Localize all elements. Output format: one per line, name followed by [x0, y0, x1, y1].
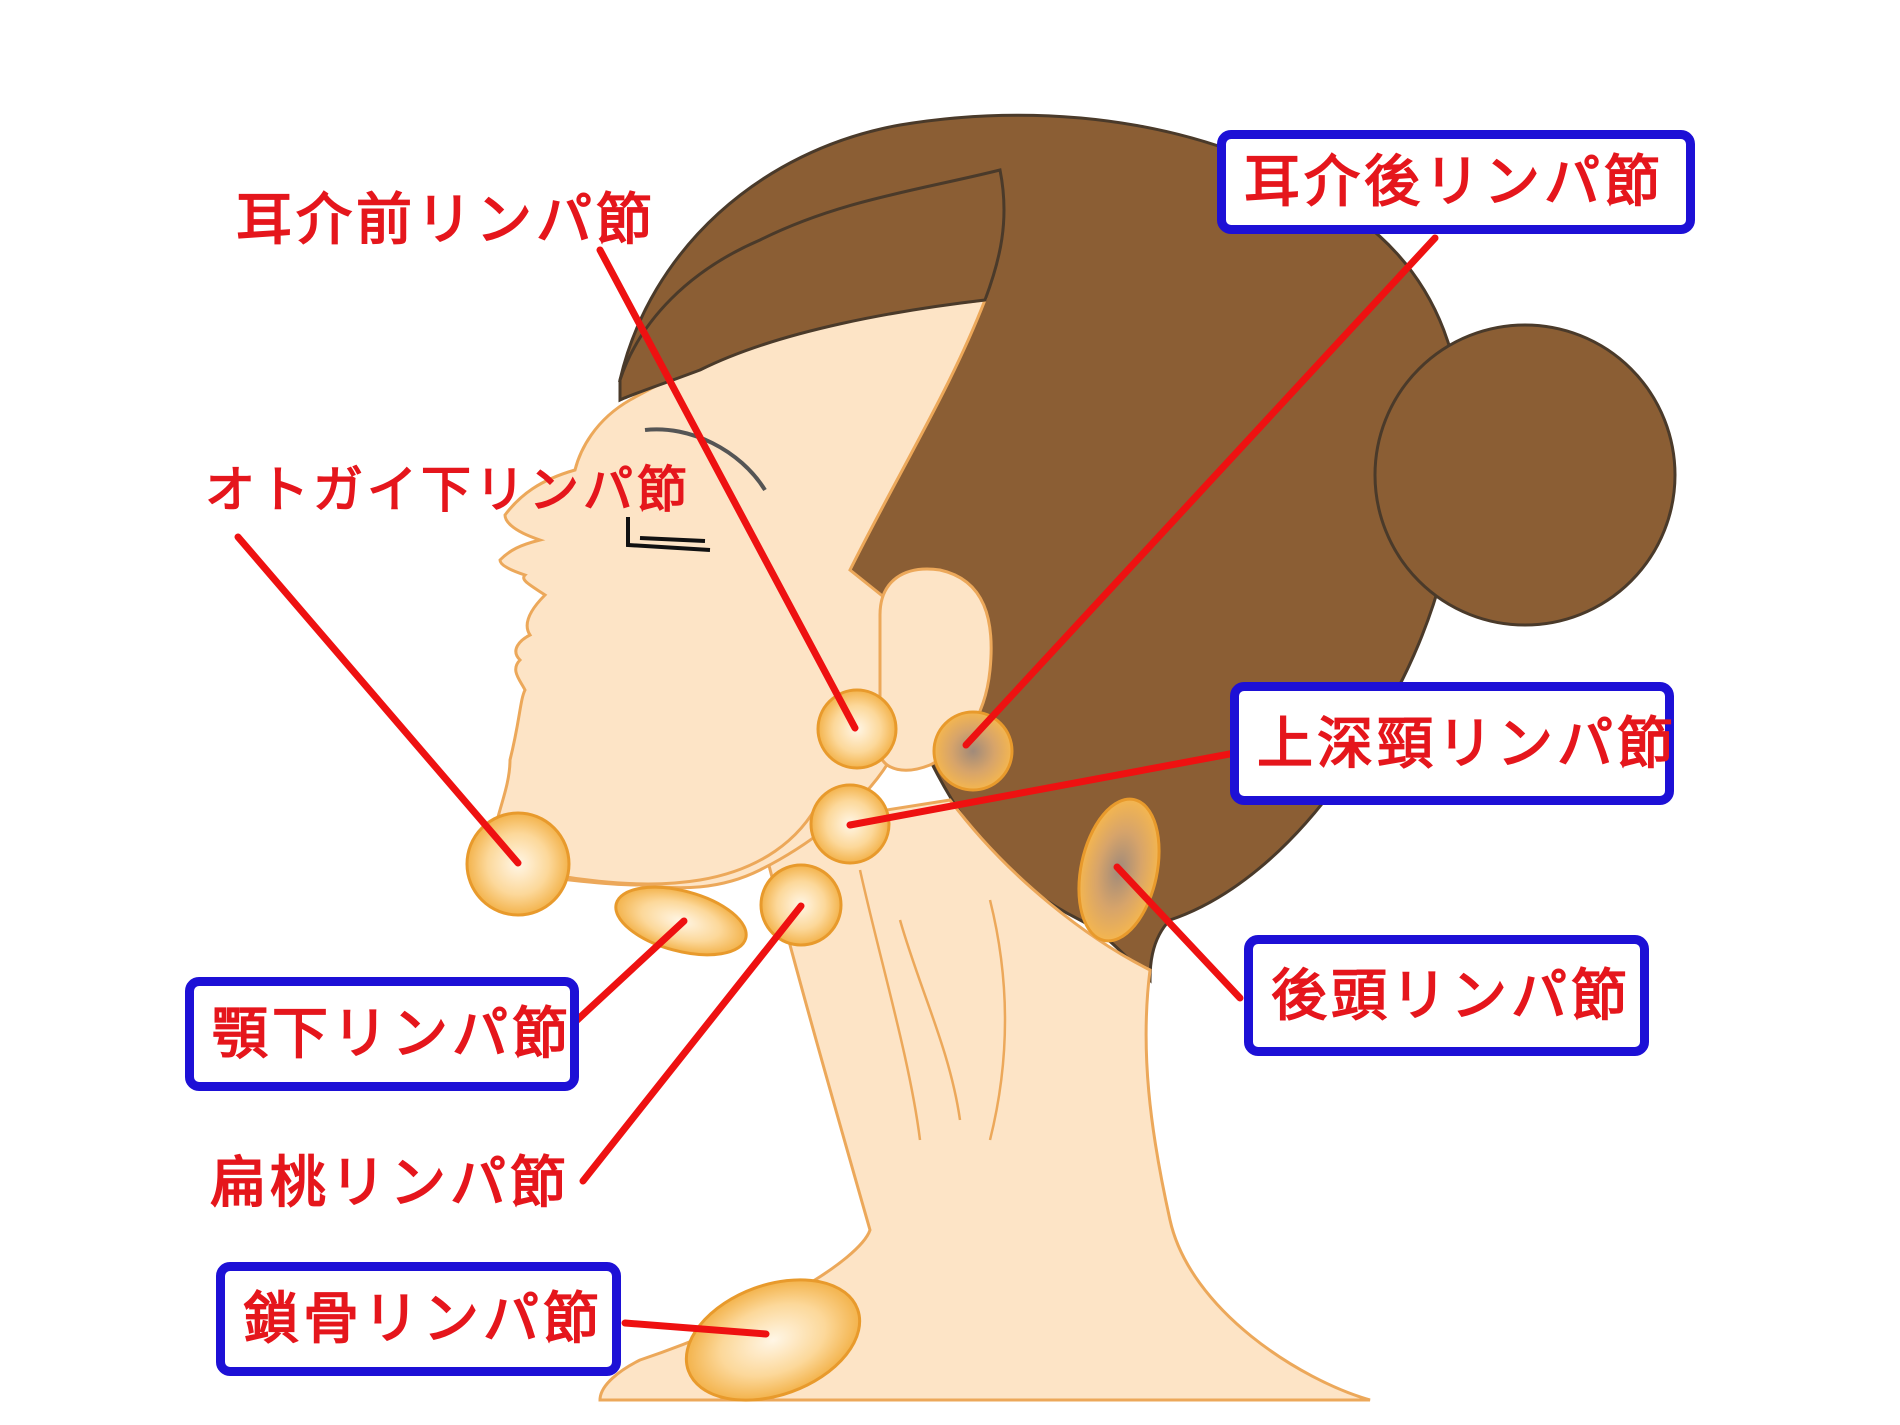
- label-tonsillar: 扁桃リンパ節: [210, 1150, 570, 1216]
- label-posterior-auricular-text: 耳介後リンパ節: [1244, 149, 1664, 215]
- front-hair: [618, 168, 1006, 403]
- label-superior-deep-cervical: 上深頸リンパ節: [1230, 682, 1674, 805]
- neck-muscle-line: [898, 919, 962, 1121]
- leader-clavicular: [621, 1319, 770, 1338]
- node-clavicular: [684, 1278, 862, 1402]
- leader-posterior-auricular: [962, 234, 1439, 749]
- neck: [598, 798, 1371, 1402]
- label-occipital: 後頭リンパ節: [1244, 935, 1649, 1056]
- neck-muscle-line: [988, 899, 1007, 1141]
- label-clavicular: 鎖骨リンパ節: [216, 1262, 621, 1376]
- label-preauricular: 耳介前リンパ節: [236, 187, 656, 253]
- label-superior-deep-cervical-text: 上深頸リンパ節: [1257, 710, 1677, 777]
- leader-submental: [234, 533, 522, 867]
- leader-occipital: [1113, 863, 1244, 1002]
- hair-bun: [1373, 323, 1677, 627]
- label-posterior-auricular: 耳介後リンパ節: [1217, 130, 1695, 234]
- label-submandibular: 顎下リンパ節: [185, 977, 579, 1091]
- leader-preauricular: [596, 246, 859, 732]
- leader-tonsillar: [579, 902, 805, 1185]
- leader-superior-deep-cervical: [846, 749, 1239, 829]
- label-submental: オトガイ下リンパ節: [205, 460, 691, 519]
- eyebrow: [644, 427, 767, 492]
- closed-eye: [626, 517, 711, 552]
- label-submandibular-text: 顎下リンパ節: [212, 1001, 572, 1067]
- label-clavicular-text: 鎖骨リンパ節: [243, 1286, 603, 1352]
- label-occipital-text: 後頭リンパ節: [1271, 962, 1631, 1029]
- node-posterior-auricular: [932, 710, 1014, 792]
- leader-lines: [234, 234, 1439, 1338]
- leader-submandibular: [571, 917, 688, 1026]
- neck-muscle-line: [858, 869, 922, 1141]
